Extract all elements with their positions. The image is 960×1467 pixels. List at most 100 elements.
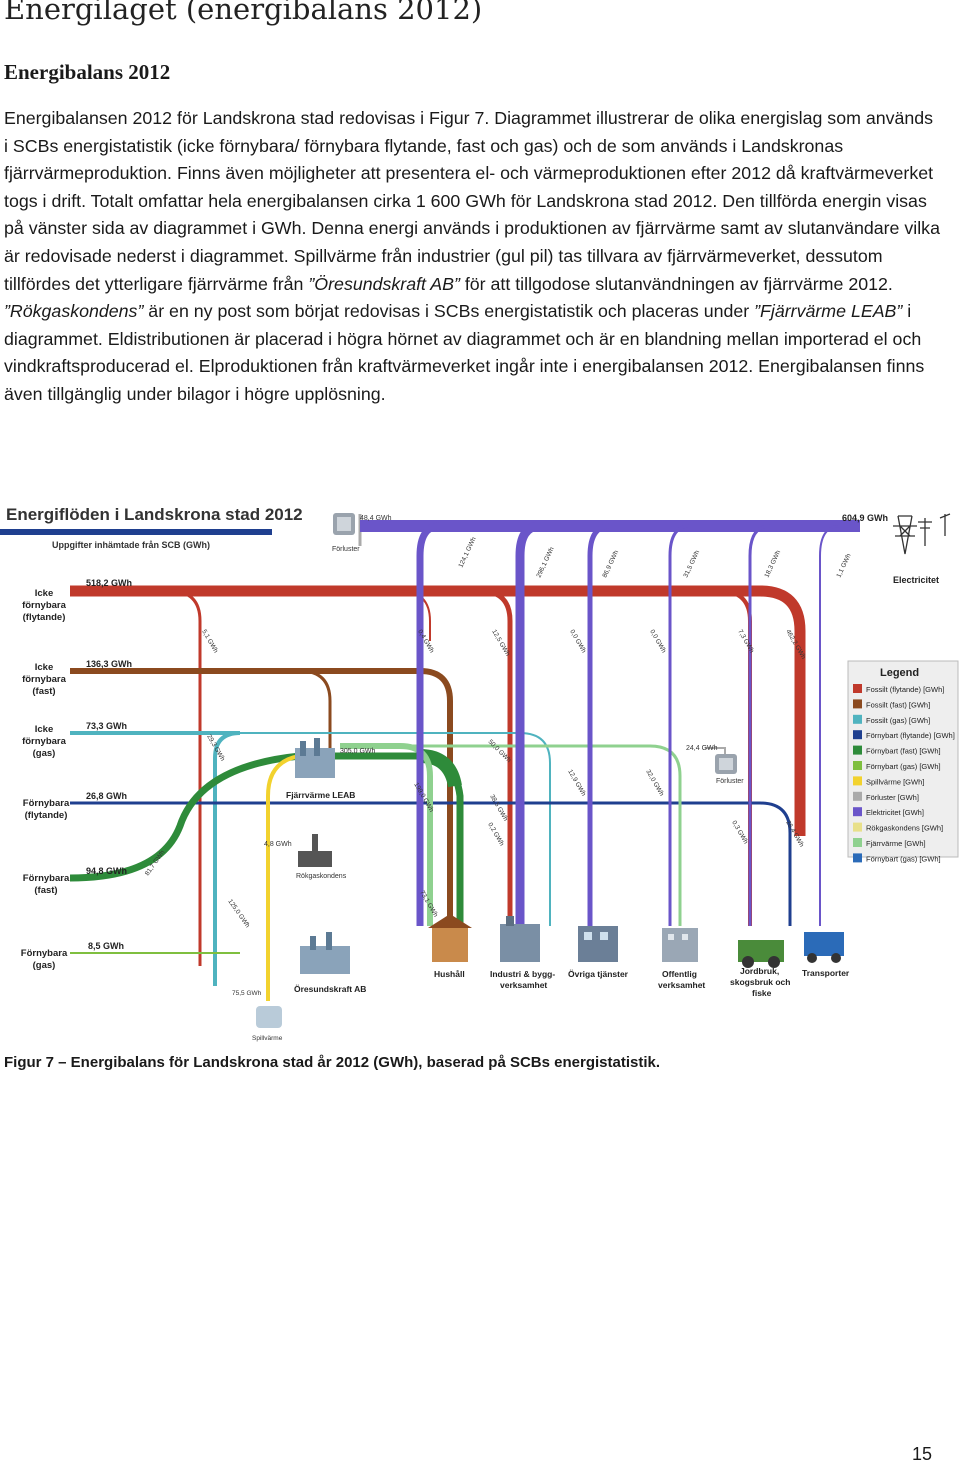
- source-value-renewable-solid: 94,8 GWh: [86, 866, 127, 876]
- legend-label: Förnybart (fast) [GWh]: [866, 747, 941, 756]
- leab-in-value: 305,0 GWh: [340, 748, 376, 755]
- oresundskraft-plant-icon: [300, 932, 350, 974]
- losses-top-icon: [333, 513, 355, 535]
- consumer-industry-label: Industri & bygg-verksamhet: [490, 969, 555, 990]
- legend-swatch: [853, 791, 862, 801]
- flow-label: 86,9 GWh: [601, 549, 620, 579]
- legend-swatch: [853, 761, 862, 770]
- legend-swatch: [853, 684, 862, 693]
- oresundskraft-label: Öresundskraft AB: [294, 984, 366, 994]
- flow-electricity-3: [587, 523, 611, 926]
- legend-label: Fossilt (flytande) [GWh]: [866, 685, 944, 694]
- flow-label: 31,5 GWh: [682, 549, 701, 579]
- body-paragraph: Energibalansen 2012 för Landskrona stad …: [4, 108, 940, 404]
- flow-label: 32,0 GWh: [644, 769, 665, 798]
- waste-heat-icon: [256, 1006, 282, 1028]
- flow-label: 0,2 GWh: [486, 822, 505, 848]
- source-value-fossil-gas: 73,3 GWh: [86, 721, 127, 731]
- legend-swatch: [853, 822, 862, 832]
- figure-caption: Figur 7 – Energibalans för Landskrona st…: [4, 1054, 661, 1071]
- legend-label: Förnybart (gas) [GWh]: [866, 762, 941, 771]
- flue-gas-value: 4,8 GWh: [264, 841, 292, 848]
- legend-swatch: [853, 838, 862, 847]
- consumer-household-icon: [428, 914, 472, 962]
- consumer-industry-icon: [500, 916, 540, 962]
- source-value-fossil-liquid: 518,2 GWh: [86, 578, 132, 588]
- flow-district-heating-branch: [400, 744, 682, 926]
- consumer-transport-icon: [804, 932, 844, 963]
- leab-label: Fjärrvärme LEAB: [286, 790, 355, 800]
- flow-renewable-liquid: [70, 801, 792, 926]
- diagram-title: Energiflöden i Landskrona stad 2012: [6, 505, 303, 524]
- legend-label: Fjärrvärme [GWh]: [866, 839, 926, 848]
- losses-mid-label: Förluster: [716, 778, 744, 785]
- losses-mid-value: 24,4 GWh: [686, 745, 718, 752]
- source-label-renewable-liquid: Förnybara(flytande): [23, 798, 70, 821]
- legend-label: Fossilt (fast) [GWh]: [866, 700, 930, 709]
- consumer-services-icon: [578, 926, 618, 962]
- legend-label: Spillvärme [GWh]: [866, 777, 924, 786]
- flow-fossil-liquid-branch-1: [169, 589, 202, 966]
- legend-swatch: [853, 745, 862, 755]
- waste-heat-value: 75,5 GWh: [232, 990, 262, 997]
- flow-label: 125,0 GWh: [226, 898, 251, 929]
- flow-label: 0,0 GWh: [648, 629, 667, 655]
- legend-label: Fossilt (gas) [GWh]: [866, 716, 930, 725]
- flow-label: 7,3 GWh: [736, 629, 755, 655]
- flue-gas-label: Rökgaskondens: [296, 873, 347, 880]
- legend-swatch: [853, 807, 862, 817]
- flow-electricity-1: [416, 522, 441, 926]
- flow-electricity-6: [819, 525, 841, 926]
- flow-label: 0,0 GWh: [568, 629, 587, 655]
- flow-label: 296,1 GWh: [535, 546, 555, 579]
- diagram-subtitle: Uppgifter inhämtade från SCB (GWh): [52, 540, 210, 550]
- legend-swatch: [853, 730, 862, 740]
- legend-label: Förluster [GWh]: [866, 793, 919, 802]
- flow-electricity-5: [748, 524, 771, 926]
- legend-label: Rökgaskondens [GWh]: [866, 824, 943, 833]
- flow-label: 0,3 GWh: [730, 820, 749, 846]
- flow-electricity-2: [515, 521, 541, 926]
- source-value-renewable-liquid: 26,8 GWh: [86, 791, 127, 801]
- flow-label: 12,9 GWh: [566, 769, 587, 798]
- consumer-transport-label: Transporter: [802, 968, 850, 978]
- legend-label: Förnybart (gas) [GWh]: [866, 854, 941, 863]
- legend-swatch: [853, 853, 862, 863]
- flow-fossil-solid-branch: [299, 669, 332, 756]
- legend-label: Förnybart (flytande) [GWh]: [866, 731, 955, 740]
- legend-label: Elektricitet [GWh]: [866, 808, 924, 817]
- flow-waste-heat: [266, 754, 301, 1001]
- district-heating-plant-icon: [295, 738, 335, 778]
- page-heading: Energiläget (energibalans 2012): [4, 0, 483, 26]
- consumer-services-label: Övriga tjänster: [568, 969, 629, 979]
- flow-label: 18,3 GWh: [763, 549, 782, 579]
- flow-label: 38,5 GWh: [488, 794, 509, 823]
- flow-label: 1,1 GWh: [835, 552, 852, 579]
- energy-flow-diagram: Energiflöden i Landskrona stad 2012 Uppg…: [0, 496, 960, 1046]
- legend-swatch: [853, 699, 862, 709]
- electricity-value: 604,9 GWh: [842, 513, 888, 523]
- section-heading: Energibalans 2012: [4, 60, 171, 84]
- losses-mid-icon: [715, 754, 737, 774]
- source-value-renewable-gas: 8,5 GWh: [88, 941, 124, 951]
- source-label-renewable-solid: Förnybara(fast): [23, 873, 70, 896]
- electricity-label: Electricitet: [893, 575, 939, 585]
- legend-swatch: [853, 714, 862, 724]
- losses-top-value: 48,4 GWh: [360, 515, 392, 522]
- title-underline: [0, 529, 272, 535]
- consumer-public-icon: [662, 928, 698, 962]
- losses-top-label: Förluster: [332, 546, 360, 553]
- legend: Legend Fossilt (flytande) [GWh]Fossilt (…: [847, 660, 959, 863]
- page-number: 15: [911, 1444, 932, 1464]
- consumer-household-label: Hushåll: [434, 969, 465, 979]
- legend-swatch: [853, 776, 862, 786]
- power-pylon-icon: [893, 513, 951, 555]
- consumer-agriculture-icon: [738, 940, 784, 968]
- flow-electricity-4: [668, 524, 691, 926]
- flow-label: 124,1 GWh: [457, 536, 477, 569]
